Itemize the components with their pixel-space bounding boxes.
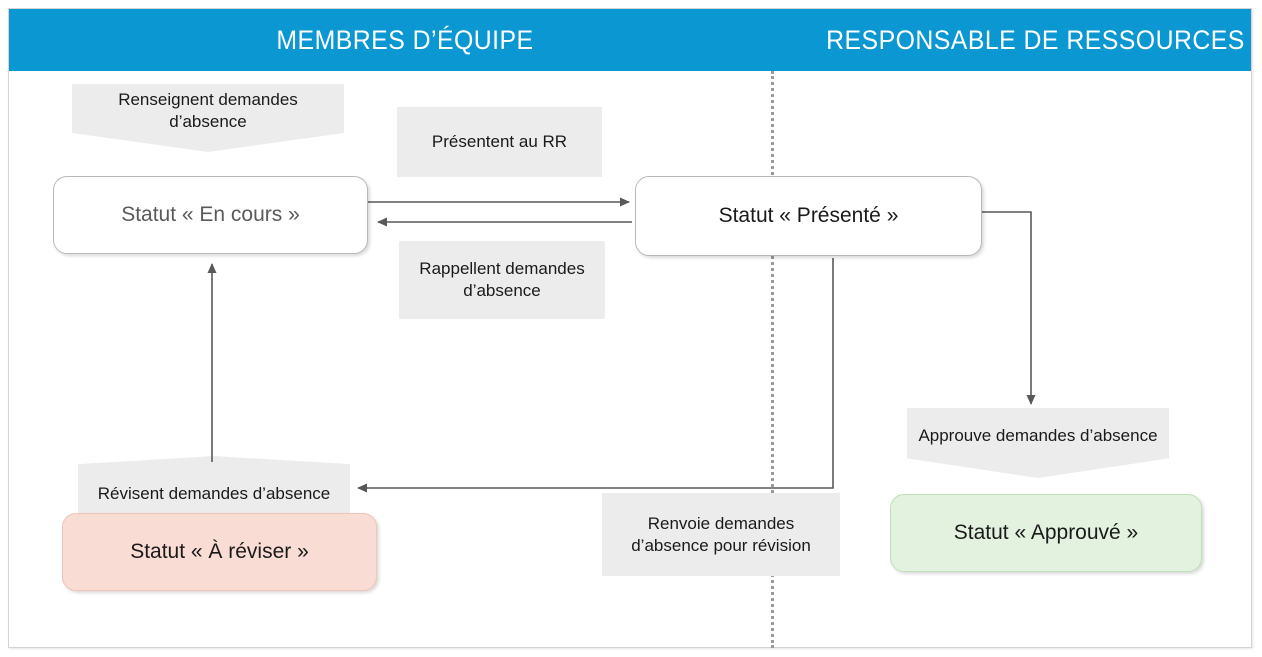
status-box-to-review[interactable]: Statut « À réviser » (62, 513, 377, 591)
swimlane-header-band: MEMBRES D’ÉQUIPE RESPONSABLE DE RESSOURC… (9, 9, 1251, 71)
label-return-for-review: Renvoie demandes d’absence pour révision (602, 493, 840, 576)
swimlane-title-resource-manager: RESPONSABLE DE RESSOURCES (826, 25, 1245, 55)
banner-review-requests: Révisent demandes d’absence (78, 456, 350, 524)
label-submit-to-rr: Présentent au RR (397, 107, 602, 177)
label-recall-requests: Rappellent demandes d’absence (399, 241, 605, 319)
status-box-approved[interactable]: Statut « Approuvé » (890, 494, 1202, 572)
swimlane-title-team-members: MEMBRES D’ÉQUIPE (276, 25, 534, 55)
status-box-submitted[interactable]: Statut « Présenté » (635, 176, 982, 256)
status-box-in-progress[interactable]: Statut « En cours » (53, 176, 368, 254)
